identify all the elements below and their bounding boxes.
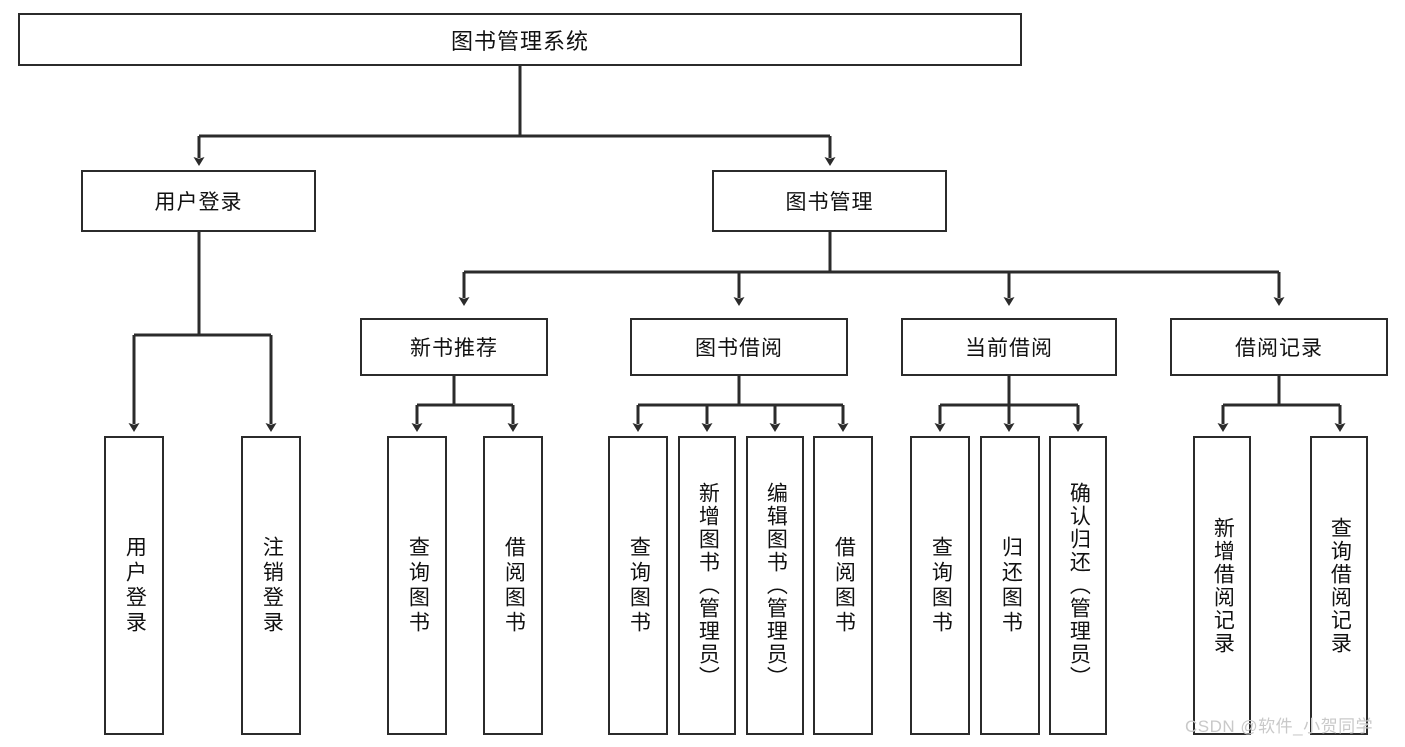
node-new-book-recommend-label: 新书推荐 xyxy=(410,337,498,360)
node-borrow-record[interactable]: 借阅记录 xyxy=(1170,318,1388,376)
leaf-current-confirm-return-admin[interactable]: 确认归还（管理员） xyxy=(1049,436,1107,735)
node-root-system[interactable]: 图书管理系统 xyxy=(18,13,1022,66)
node-borrow-record-label: 借阅记录 xyxy=(1235,337,1323,360)
leaf-label: 查询图书 xyxy=(627,535,651,636)
leaf-label: 归还图书 xyxy=(999,535,1023,636)
leaf-label: 编辑图书（管理员） xyxy=(764,482,788,689)
watermark-text: CSDN @软件_小贺同学 xyxy=(1185,717,1374,736)
node-current-borrow-label: 当前借阅 xyxy=(965,337,1053,360)
leaf-new-book-query-book[interactable]: 查询图书 xyxy=(387,436,447,735)
leaf-borrow-edit-book-admin[interactable]: 编辑图书（管理员） xyxy=(746,436,804,735)
leaf-label: 查询图书 xyxy=(406,535,430,636)
leaf-label: 用户登录 xyxy=(123,535,147,636)
leaf-label: 查询借阅记录 xyxy=(1328,516,1352,655)
node-book-borrow[interactable]: 图书借阅 xyxy=(630,318,848,376)
node-root-label: 图书管理系统 xyxy=(450,28,589,54)
node-book-management[interactable]: 图书管理 xyxy=(712,170,947,232)
leaf-label: 借阅图书 xyxy=(832,535,856,636)
node-new-book-recommend[interactable]: 新书推荐 xyxy=(360,318,548,376)
leaf-user-login-signout[interactable]: 注销登录 xyxy=(241,436,301,735)
leaf-label: 新增借阅记录 xyxy=(1211,516,1235,655)
leaf-record-add-record[interactable]: 新增借阅记录 xyxy=(1193,436,1251,735)
leaf-current-query-book[interactable]: 查询图书 xyxy=(910,436,970,735)
leaf-label: 确认归还（管理员） xyxy=(1067,482,1091,689)
leaf-label: 注销登录 xyxy=(260,535,284,636)
node-current-borrow[interactable]: 当前借阅 xyxy=(901,318,1117,376)
leaf-label: 借阅图书 xyxy=(502,535,526,636)
leaf-new-book-borrow-book[interactable]: 借阅图书 xyxy=(483,436,543,735)
leaf-label: 查询图书 xyxy=(929,535,953,636)
node-book-management-label: 图书管理 xyxy=(785,191,874,214)
node-book-borrow-label: 图书借阅 xyxy=(695,337,783,360)
node-user-login-label: 用户登录 xyxy=(154,191,243,214)
leaf-record-query-record[interactable]: 查询借阅记录 xyxy=(1310,436,1368,735)
leaf-borrow-borrow-book[interactable]: 借阅图书 xyxy=(813,436,873,735)
leaf-label: 新增图书（管理员） xyxy=(696,482,720,689)
leaf-borrow-query-book[interactable]: 查询图书 xyxy=(608,436,668,735)
leaf-borrow-add-book-admin[interactable]: 新增图书（管理员） xyxy=(678,436,736,735)
leaf-user-login-signin[interactable]: 用户登录 xyxy=(104,436,164,735)
node-user-login[interactable]: 用户登录 xyxy=(81,170,316,232)
leaf-current-return-book[interactable]: 归还图书 xyxy=(980,436,1040,735)
